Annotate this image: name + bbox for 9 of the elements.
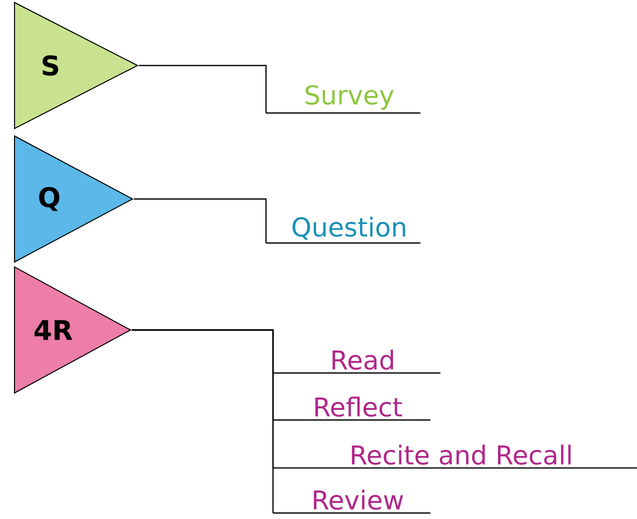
underlined-label: Review (273, 490, 430, 514)
connector (134, 198, 267, 243)
underlined-label: Recite and Recall (273, 444, 637, 469)
underlined-label: Reflect (273, 396, 430, 421)
connector (138, 64, 267, 113)
connector (132, 329, 274, 513)
underlined-label: Read (273, 350, 440, 374)
underlined-label: Question (266, 216, 420, 244)
underlined-label: Survey (266, 85, 420, 114)
